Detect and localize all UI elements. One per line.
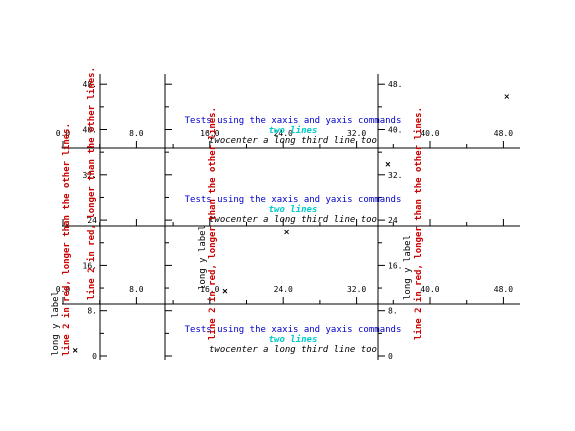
x-tick-label: 0.0 [56,285,71,294]
y-label-long: long y label [51,291,61,356]
y-label-red: line 2 in red, longer than the other lin… [413,107,424,340]
data-point-stroke [72,348,78,353]
data-point [504,94,510,99]
data-point-stroke [284,229,289,235]
title-line-1: Tests using the xaxis and yaxis commands [185,195,402,205]
title-line-3: twocenter a long third line too [209,136,377,146]
y-tick-label: 8. [388,307,398,316]
y-tick-label: 16. [388,261,402,270]
title-line-1: Tests using the xaxis and yaxis commands [185,116,402,126]
x-tick-label: 32.0 [347,129,366,138]
y-tick-label: 32. [83,171,97,180]
title-line-1: Tests using the xaxis and yaxis commands [185,325,402,335]
data-point [222,288,228,294]
data-point [72,348,78,353]
data-point-stroke [222,288,228,294]
titles-group: Tests using the xaxis and yaxis commands… [185,116,402,355]
x-tick-label: 0.0 [56,129,71,138]
x-tick-label: 24.0 [274,129,293,138]
data-point-stroke [385,161,391,167]
x-tick-label: 48.0 [494,129,513,138]
points-group [72,94,510,353]
title-line-2: two lines [269,204,318,215]
x-tick-label: 16.0 [200,129,219,138]
x-tick-label: 40.0 [420,129,439,138]
data-point [385,161,391,167]
x-tick-label: 48.0 [494,285,513,294]
y-label-red: line 2 in red, longer than the other lin… [207,107,218,340]
y-tick-label: 32. [388,171,402,180]
title-line-3: twocenter a long third line too [209,345,377,355]
x-tick-label: 32.0 [347,285,366,294]
y-label-long: long y label [403,235,413,300]
title-line-3: twocenter a long third line too [209,215,377,225]
x-tick-label: 8.0 [129,129,144,138]
y-tick-label: 40. [83,126,97,135]
data-point-stroke [504,94,510,99]
x-tick-label: 40.0 [420,285,439,294]
y-tick-label: 48. [388,80,402,89]
x-tick-label: 16.0 [200,285,219,294]
y-tick-label: 24 [388,216,398,225]
data-point [284,229,289,235]
title-line-2: two lines [269,334,318,345]
y-tick-label: 8. [87,307,97,316]
y-label-red: line 2 in red, longer than the other lin… [61,123,72,356]
y-tick-label: 40. [388,126,402,135]
y-tick-label: 24 [87,216,97,225]
title-line-2: two lines [269,125,318,136]
y-tick-label: 0 [388,352,393,361]
y-tick-label: 0 [92,352,97,361]
y-tick-label: 16. [83,261,97,270]
y-label-long: long y label [198,225,208,290]
x-tick-label: 8.0 [129,285,144,294]
y-tick-label: 48. [83,80,97,89]
x-tick-label: 24.0 [274,285,293,294]
y-label-red: line 2 in red, longer than the other lin… [86,67,97,300]
